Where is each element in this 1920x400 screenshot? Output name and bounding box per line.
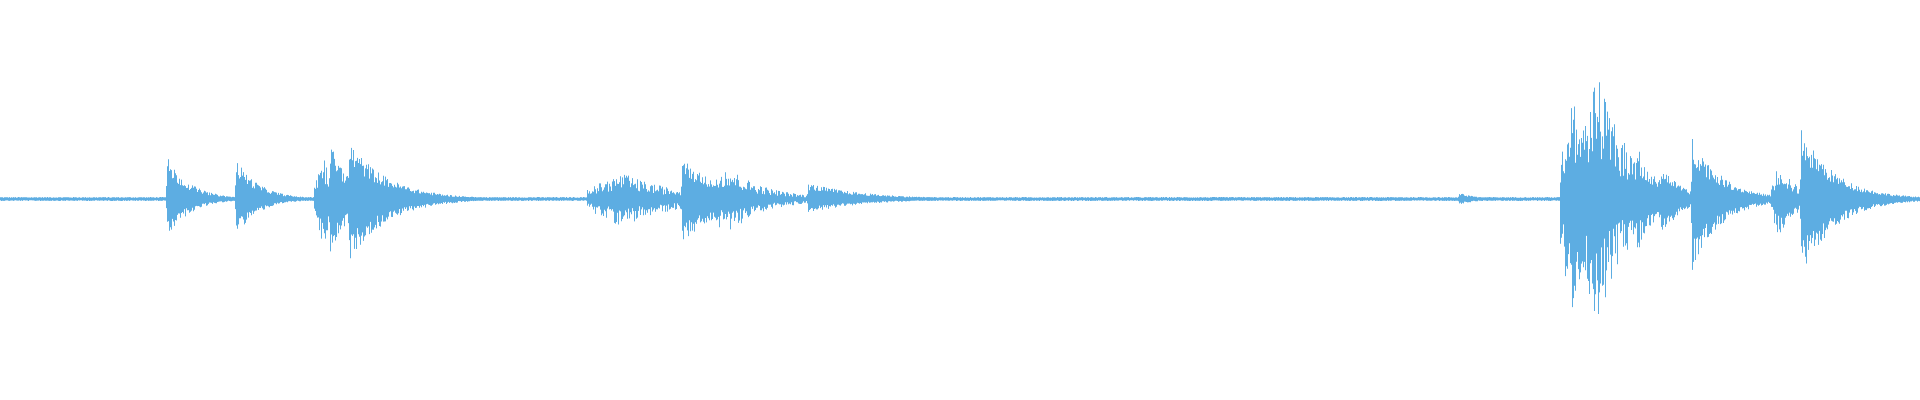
waveform-trace <box>0 82 1920 314</box>
